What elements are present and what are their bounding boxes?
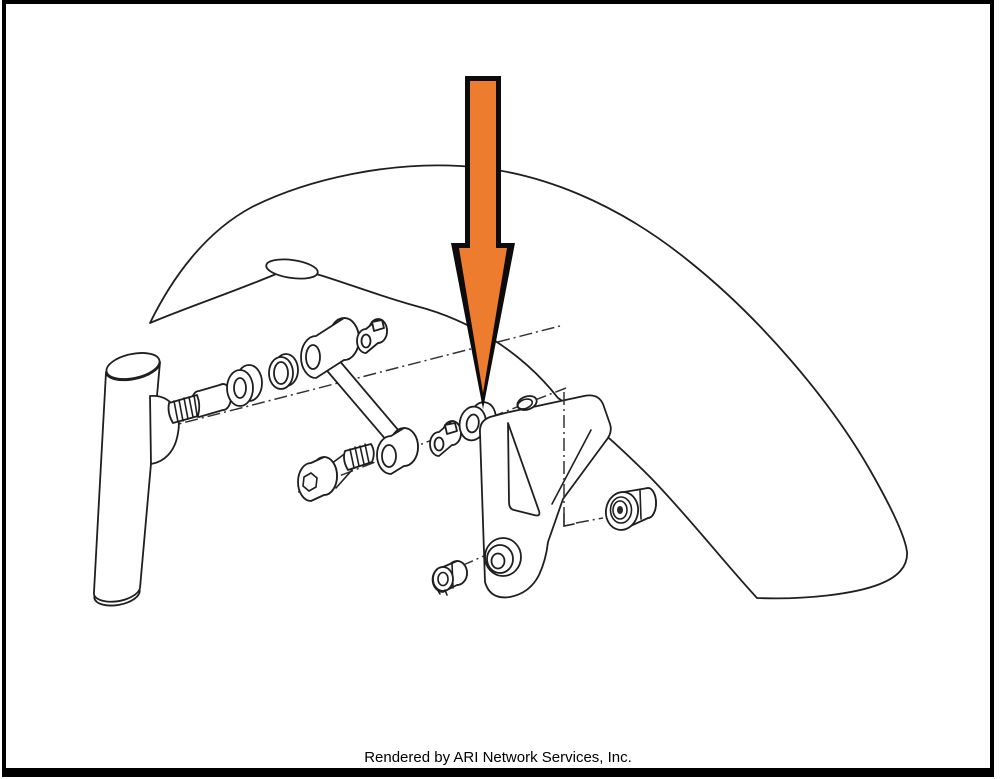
pointer-arrow-icon (451, 76, 515, 409)
fender-link (300, 317, 419, 475)
front-fender (149, 164, 908, 600)
arrow-fill (459, 81, 507, 393)
diagram-area: Rendered by ARI Network Services, Inc. (6, 4, 990, 768)
credit-text: Rendered by ARI Network Services, Inc. (364, 749, 632, 766)
fender-slot (265, 258, 319, 280)
shoulder-bolt (167, 383, 232, 424)
bracket-lower-hole (490, 552, 506, 570)
bracket-arm-fold (551, 429, 592, 505)
retainer-clip (356, 318, 388, 354)
grommet (268, 353, 299, 390)
socket-head-bolt (297, 443, 375, 502)
flat-washer (226, 364, 263, 407)
diagram-canvas (93, 76, 908, 607)
flange-nut (605, 487, 657, 531)
bracket-cutout (507, 422, 541, 517)
hex-nut (431, 560, 468, 596)
retainer-nut (429, 420, 462, 457)
link-bar (322, 358, 400, 442)
hex-socket (302, 472, 318, 492)
mounting-bracket (479, 394, 612, 599)
hidden-stud-line (563, 392, 604, 527)
fork-tube (93, 352, 180, 607)
